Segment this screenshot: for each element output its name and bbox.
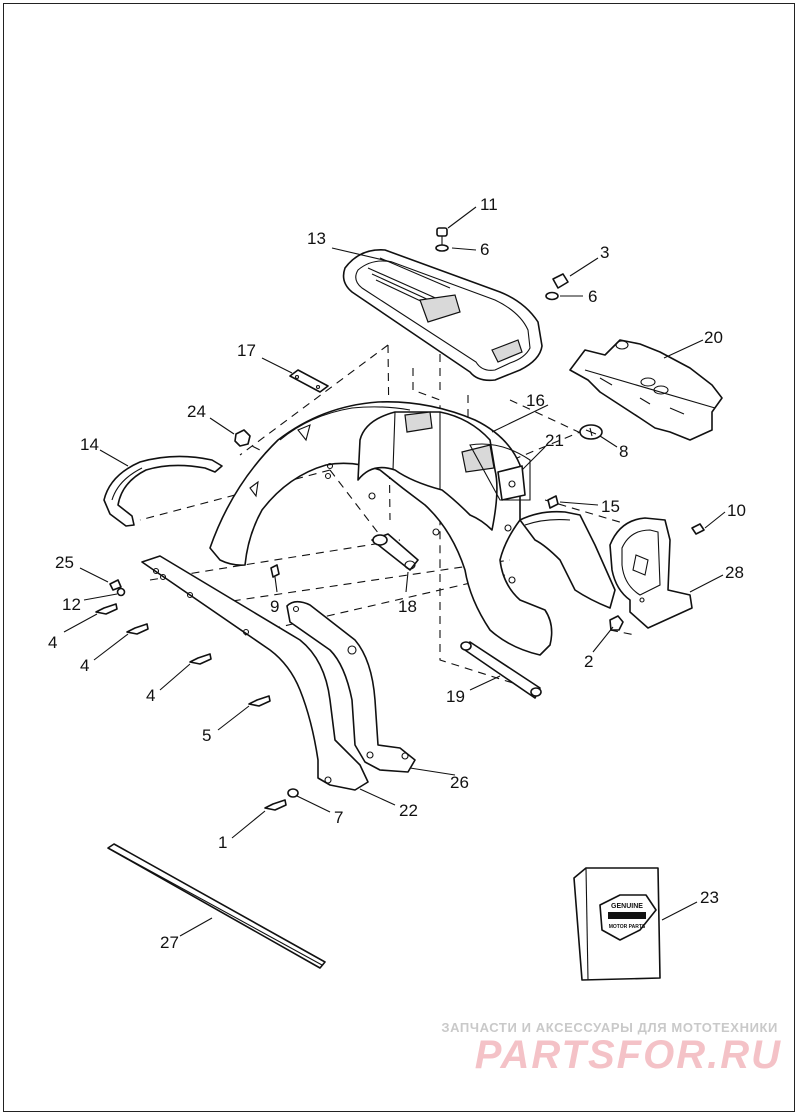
support-strut-22 xyxy=(141,555,369,791)
nut-24 xyxy=(234,429,251,447)
clip-15 xyxy=(547,495,559,509)
callout-19: 19 xyxy=(446,687,465,706)
callout-9: 9 xyxy=(270,597,279,616)
bracket-17 xyxy=(289,369,329,393)
callout-21: 21 xyxy=(545,431,564,450)
callout-18: 18 xyxy=(398,597,417,616)
callout-6-right: 6 xyxy=(588,287,597,306)
luggage-rack xyxy=(342,249,543,382)
leader-lines xyxy=(63,206,726,937)
callout-4-a: 4 xyxy=(48,633,57,652)
callout-24: 24 xyxy=(187,402,206,421)
strip-27 xyxy=(107,843,326,969)
diagram-frame xyxy=(3,3,795,1112)
callout-25: 25 xyxy=(55,553,74,572)
callout-3: 3 xyxy=(600,243,609,262)
screw-right xyxy=(545,273,569,301)
callout-26: 26 xyxy=(450,773,469,792)
spacer-18 xyxy=(371,533,419,571)
plug xyxy=(579,424,603,440)
fender-template xyxy=(569,339,723,441)
kit-brand-line2: MOTOR PARTS xyxy=(609,924,646,930)
kit-brand-line1: GENUINE xyxy=(611,903,643,910)
callout-28: 28 xyxy=(725,563,744,582)
trim-rail xyxy=(103,455,223,527)
plate-bracket xyxy=(609,517,693,629)
callout-15: 15 xyxy=(601,497,620,516)
callout-6-top: 6 xyxy=(480,240,489,259)
callout-14: 14 xyxy=(80,435,99,454)
support-26 xyxy=(286,600,416,773)
callout-11: 11 xyxy=(480,195,498,214)
callout-4-b: 4 xyxy=(80,656,89,675)
callout-5: 5 xyxy=(202,726,211,745)
callout-17: 17 xyxy=(237,341,256,360)
callout-labels: 11 6 13 3 6 20 17 24 14 16 21 8 15 10 28… xyxy=(48,195,746,952)
screws-left xyxy=(95,579,299,811)
callout-7: 7 xyxy=(334,808,343,827)
bracket-21 xyxy=(497,465,526,501)
callout-13: 13 xyxy=(307,229,326,248)
strut-19 xyxy=(460,641,542,699)
screw-top xyxy=(435,227,449,252)
callout-4-c: 4 xyxy=(146,686,155,705)
callout-20: 20 xyxy=(704,328,723,347)
callout-8: 8 xyxy=(619,442,628,461)
callout-10: 10 xyxy=(727,501,746,520)
watermark-logo: PARTSFOR.RU xyxy=(474,1033,782,1077)
rear-fender xyxy=(209,401,553,656)
callout-2: 2 xyxy=(584,652,593,671)
nut-2 xyxy=(609,615,624,631)
watermark-tagline: ЗАПЧАСТИ И АКСЕССУАРЫ ДЛЯ МОТОТЕХНИКИ xyxy=(441,1020,778,1035)
screw-10 xyxy=(691,523,705,535)
parts-kit-box: GENUINE MOTOR PARTS xyxy=(573,867,661,981)
callout-22: 22 xyxy=(399,801,418,820)
fender-tail xyxy=(504,510,616,609)
callout-16: 16 xyxy=(526,391,545,410)
callout-1: 1 xyxy=(218,833,227,852)
callout-27: 27 xyxy=(160,933,179,952)
callout-12: 12 xyxy=(62,595,81,614)
clip-9 xyxy=(270,564,280,578)
callout-23: 23 xyxy=(700,888,719,907)
